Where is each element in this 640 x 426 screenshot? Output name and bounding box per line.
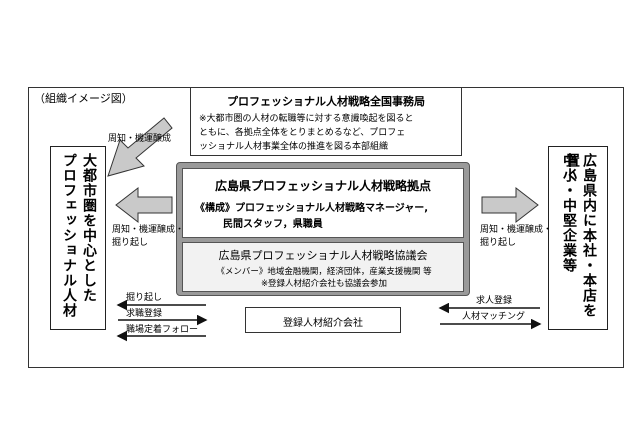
hq-desc-line: ッショナル人材事業全体の推進を図る本部組織 bbox=[199, 142, 389, 152]
council-note-line: ※登録人材紹介会社も協議会参加 bbox=[260, 279, 388, 289]
right-company-box: 広島県内に本社・本店を置く 中小・中堅企業等 bbox=[548, 146, 608, 330]
hq-title: プロフェッショナル人材戦略全国事務局 bbox=[227, 95, 425, 108]
hub-title: 広島県プロフェッショナル人材戦略拠点 bbox=[214, 179, 431, 193]
hq-desc-line: ともに、各拠点全体をとりまとめるなど、プロフェ bbox=[199, 128, 406, 138]
retention-follow-label: 職場定着フォロー bbox=[126, 325, 199, 335]
hub-box: 広島県プロフェッショナル人材戦略拠点 《構成》プロフェッショナル人材戦略マネージ… bbox=[182, 168, 464, 238]
job-seeker-registration-label: 求職登録 bbox=[126, 309, 163, 319]
hub-composition-line: 民間スタッフ，県職員 bbox=[223, 219, 323, 230]
dig-up-label: 掘り起し bbox=[126, 293, 163, 303]
left-box-col1: 大都市圏を中心とした bbox=[81, 153, 97, 303]
hub-composition-line: 《構成》プロフェッショナル人材戦略マネージャー, bbox=[195, 203, 429, 214]
hq-desc-line: ※大都市圏の人材の転職等に対する意識喚起を図ると bbox=[199, 114, 414, 124]
hq-box: プロフェッショナル人材戦略全国事務局 ※大都市圏の人材の転職等に対する意識喚起を… bbox=[190, 87, 462, 156]
top-left-arrow-label: 周知・機運醸成 bbox=[108, 134, 172, 144]
right-box-col2: 中小・中堅企業等 bbox=[561, 153, 577, 273]
diagram-label: （組織イメージ図） bbox=[34, 92, 133, 105]
left-box-col2: プロフェッショナル人材 bbox=[61, 153, 77, 318]
matching-label: 人材マッチング bbox=[462, 312, 526, 322]
registered-agencies-box: 登録人材紹介会社 bbox=[245, 307, 401, 333]
hq-description: ※大都市圏の人材の転職等に対する意識喚起を図ると ともに、各拠点全体をとりまとめ… bbox=[199, 112, 455, 154]
left-arrow-label-2: 掘り起し bbox=[112, 238, 149, 248]
left-block-arrow bbox=[115, 186, 173, 224]
left-arrow-label-1: 周知・機運醸成・ bbox=[112, 225, 185, 235]
council-box: 広島県プロフェッショナル人材戦略協議会 《メンバー》地域金融機関，経済団体，産業… bbox=[182, 242, 464, 292]
registered-agencies-label: 登録人材紹介会社 bbox=[283, 318, 363, 329]
right-box-col1: 広島県内に本社・本店を置く bbox=[564, 153, 597, 318]
right-arrow-label-1: 周知・機運醸成・ bbox=[480, 225, 553, 235]
council-members-line: 《メンバー》地域金融機関，経済団体，産業支援機関 等 bbox=[216, 267, 432, 277]
left-professional-box: 大都市圏を中心とした プロフェッショナル人材 bbox=[50, 146, 106, 330]
top-left-arrow bbox=[107, 117, 173, 177]
right-block-arrow bbox=[481, 186, 539, 224]
right-arrow-label-2: 掘り起し bbox=[480, 238, 517, 248]
council-title: 広島県プロフェッショナル人材戦略協議会 bbox=[218, 249, 428, 262]
job-offer-registration-label: 求人登録 bbox=[476, 296, 513, 306]
